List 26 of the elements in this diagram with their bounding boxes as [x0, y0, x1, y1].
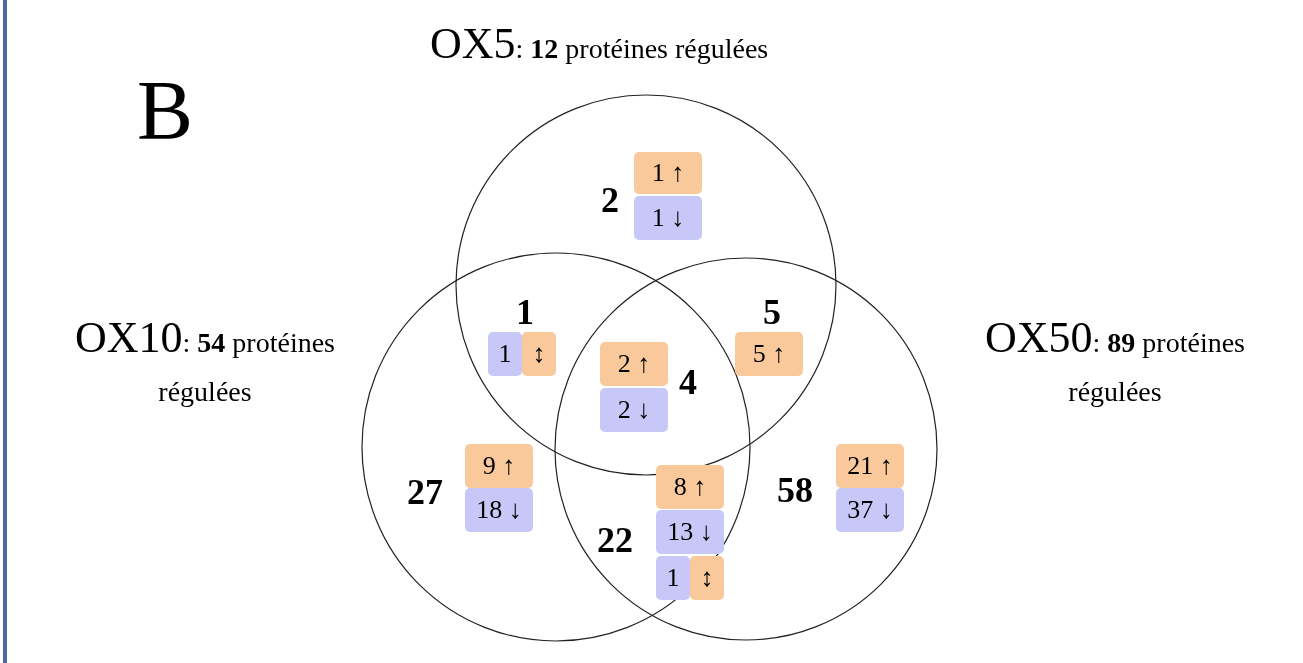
- count-tag: 1: [488, 332, 522, 376]
- count-tag: 5 ↑: [735, 332, 803, 376]
- set-heading: OX50: 89 protéines régulées: [984, 312, 1246, 409]
- count: 27: [407, 471, 443, 513]
- count-tag: 9 ↑: [465, 444, 533, 488]
- count: 5: [763, 291, 781, 333]
- count: 4: [679, 361, 697, 403]
- count-tag: 21 ↑: [836, 444, 904, 488]
- count-tag: 2 ↓: [600, 388, 668, 432]
- set-heading: OX10: 54 protéines régulées: [74, 312, 336, 409]
- count-tag: 37 ↓: [836, 488, 904, 532]
- count-tag: 2 ↑: [600, 342, 668, 386]
- count-tag: 1 ↓: [634, 196, 702, 240]
- count-tag: 1 ↑: [634, 152, 702, 194]
- set-heading: OX5: 12 protéines régulées: [430, 18, 769, 69]
- count-tag: 8 ↑: [656, 465, 724, 509]
- count-tag: ↕: [522, 332, 556, 376]
- count: 1: [516, 291, 534, 333]
- count-tag: ↕: [690, 556, 724, 600]
- count-tag: 1: [656, 556, 690, 600]
- count: 58: [777, 469, 813, 511]
- count: 2: [601, 179, 619, 221]
- panel-letter: B: [137, 62, 193, 159]
- count-tag: 13 ↓: [656, 510, 724, 554]
- count-tag: 18 ↓: [465, 488, 533, 532]
- count: 22: [597, 519, 633, 561]
